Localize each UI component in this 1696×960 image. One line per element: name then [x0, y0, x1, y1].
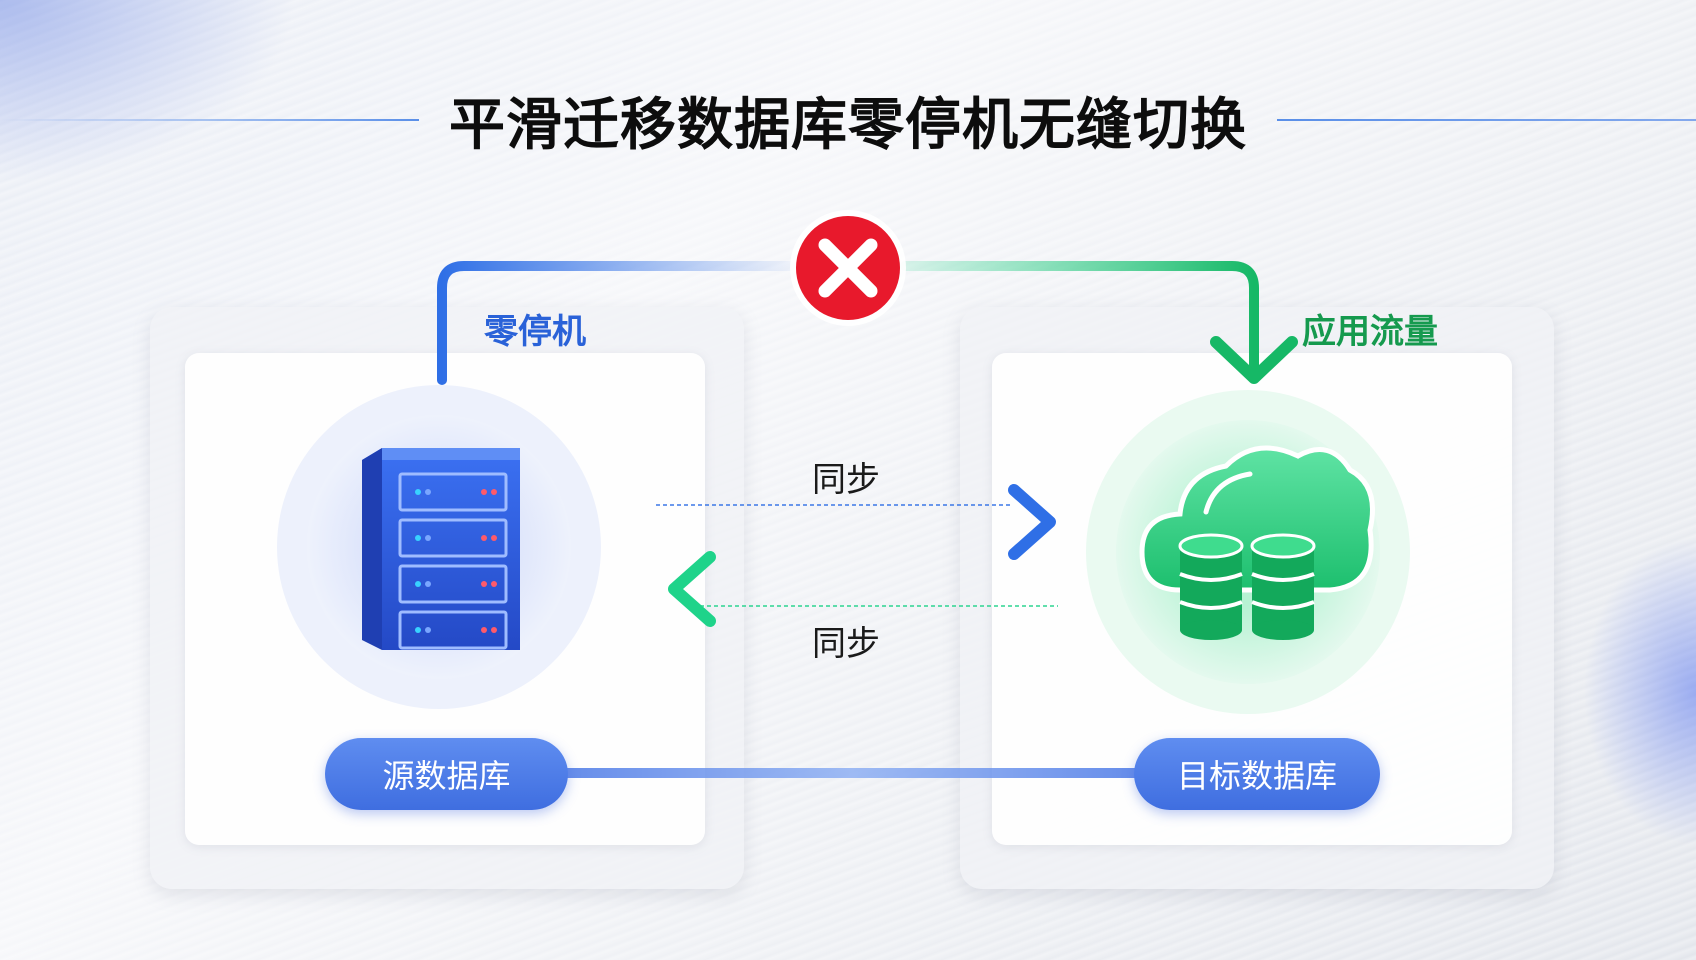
target-db-pill: 目标数据库 — [1134, 738, 1380, 810]
sync-label-forward: 同步 — [812, 460, 880, 500]
source-db-pill: 源数据库 — [325, 738, 568, 810]
server-rack-icon — [277, 385, 601, 709]
title-rule-left — [0, 119, 419, 121]
zero-downtime-path — [437, 261, 795, 385]
app-traffic-path — [900, 261, 1298, 384]
db-connector-line — [560, 768, 1144, 778]
red-x-icon — [790, 210, 906, 326]
app-traffic-label: 应用流量 — [1302, 312, 1438, 352]
sync-arrow-forward — [650, 484, 1056, 560]
title-rule-right — [1277, 119, 1696, 121]
sync-label-backward: 同步 — [812, 624, 880, 664]
page-title: 平滑迁移数据库零停机无缝切换 — [449, 92, 1247, 158]
title-row: 平滑迁移数据库零停机无缝切换 — [0, 80, 1696, 160]
zero-downtime-label: 零停机 — [484, 312, 586, 352]
sync-arrow-backward — [668, 551, 1062, 627]
cloud-database-icon — [1086, 390, 1410, 714]
